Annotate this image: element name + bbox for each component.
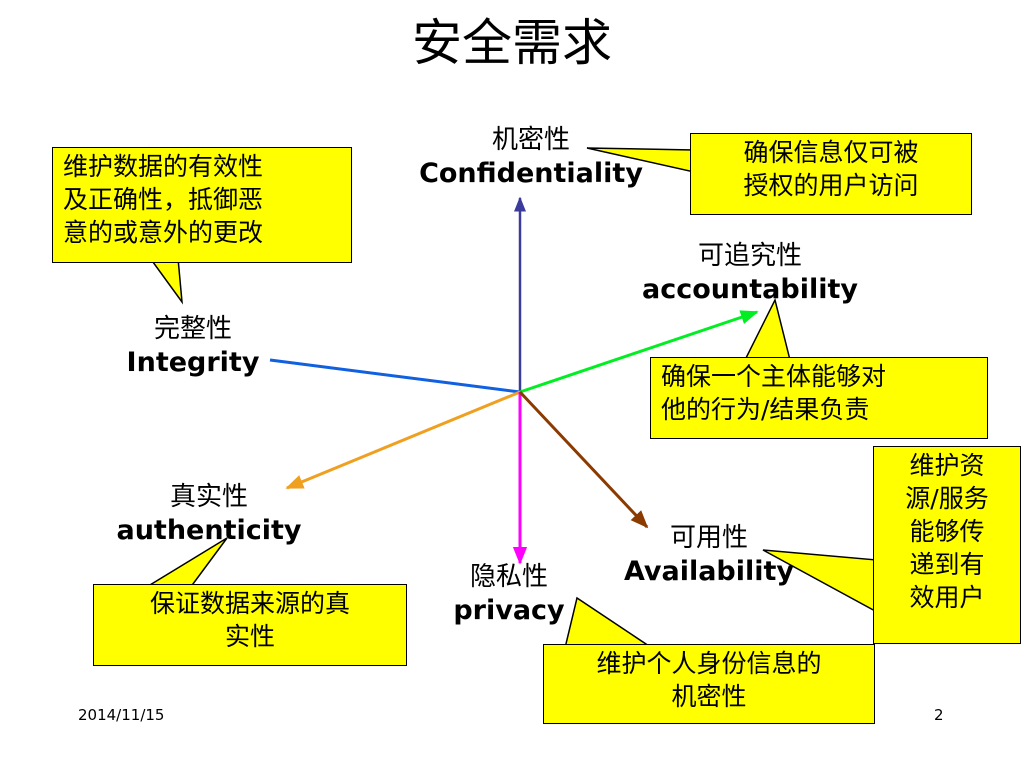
integrity-line xyxy=(269,358,521,394)
footer-date: 2014/11/15 xyxy=(78,706,165,724)
callout-line: 授权的用户访问 xyxy=(743,171,919,200)
callout-line: 保证数据来源的真 xyxy=(149,589,350,618)
slide-title: 安全需求 xyxy=(412,14,612,72)
availability-callout: 维护资 源/服务 能够传 递到有 效用户 xyxy=(873,446,1021,644)
callout-line: 确保信息仅可被 xyxy=(743,138,919,167)
node-authenticity-zh: 真实性 xyxy=(169,482,248,512)
node-availability-zh: 可用性 xyxy=(669,523,748,553)
callout-line: 他的行为/结果负责 xyxy=(661,395,870,424)
node-privacy: 隐私性 privacy xyxy=(436,560,582,628)
accountability-arrow xyxy=(519,310,759,394)
confidentiality-callout: 确保信息仅可被 授权的用户访问 xyxy=(690,133,972,215)
authenticity-callout: 保证数据来源的真 实性 xyxy=(93,584,407,666)
accountability-callout-pointer xyxy=(743,297,791,361)
node-authenticity-en: authenticity xyxy=(116,515,302,546)
callout-line: 源/服务 xyxy=(905,484,989,513)
callout-line: 递到有 xyxy=(909,550,985,579)
callout-line: 维护数据的有效性 xyxy=(63,152,264,181)
privacy-callout: 维护个人身份信息的 机密性 xyxy=(543,644,875,724)
callout-line: 效用户 xyxy=(909,583,985,612)
callout-line: 及正确性，抵御恶 xyxy=(63,185,264,214)
node-integrity: 完整性 Integrity xyxy=(100,312,286,380)
callout-line: 实性 xyxy=(224,622,275,651)
integrity-callout: 维护数据的有效性 及正确性，抵御恶 意的或意外的更改 xyxy=(52,147,352,263)
callout-line: 维护资 xyxy=(909,451,985,480)
callout-line: 能够传 xyxy=(909,517,985,546)
node-availability: 可用性 Availability xyxy=(601,521,817,589)
node-accountability: 可追究性 accountability xyxy=(612,239,888,307)
node-authenticity: 真实性 authenticity xyxy=(91,480,327,548)
availability-arrow xyxy=(518,390,649,529)
node-confidentiality: 机密性 Confidentiality xyxy=(391,123,671,191)
node-confidentiality-zh: 机密性 xyxy=(491,125,570,155)
node-accountability-zh: 可追究性 xyxy=(697,241,802,271)
integrity-callout-pointer xyxy=(148,257,183,305)
node-accountability-en: accountability xyxy=(642,274,858,305)
authenticity-arrow xyxy=(285,390,521,490)
node-integrity-zh: 完整性 xyxy=(153,314,232,344)
callout-line: 维护个人身份信息的 xyxy=(596,649,822,678)
accountability-callout: 确保一个主体能够对 他的行为/结果负责 xyxy=(650,357,988,439)
callout-line: 机密性 xyxy=(671,682,747,711)
node-privacy-zh: 隐私性 xyxy=(469,562,548,592)
callout-line: 意的或意外的更改 xyxy=(63,218,264,247)
footer-page-number: 2 xyxy=(934,706,944,724)
callout-line: 确保一个主体能够对 xyxy=(661,362,887,391)
node-privacy-en: privacy xyxy=(453,595,565,626)
node-confidentiality-en: Confidentiality xyxy=(419,158,643,189)
node-availability-en: Availability xyxy=(623,556,795,587)
node-integrity-en: Integrity xyxy=(126,347,260,378)
